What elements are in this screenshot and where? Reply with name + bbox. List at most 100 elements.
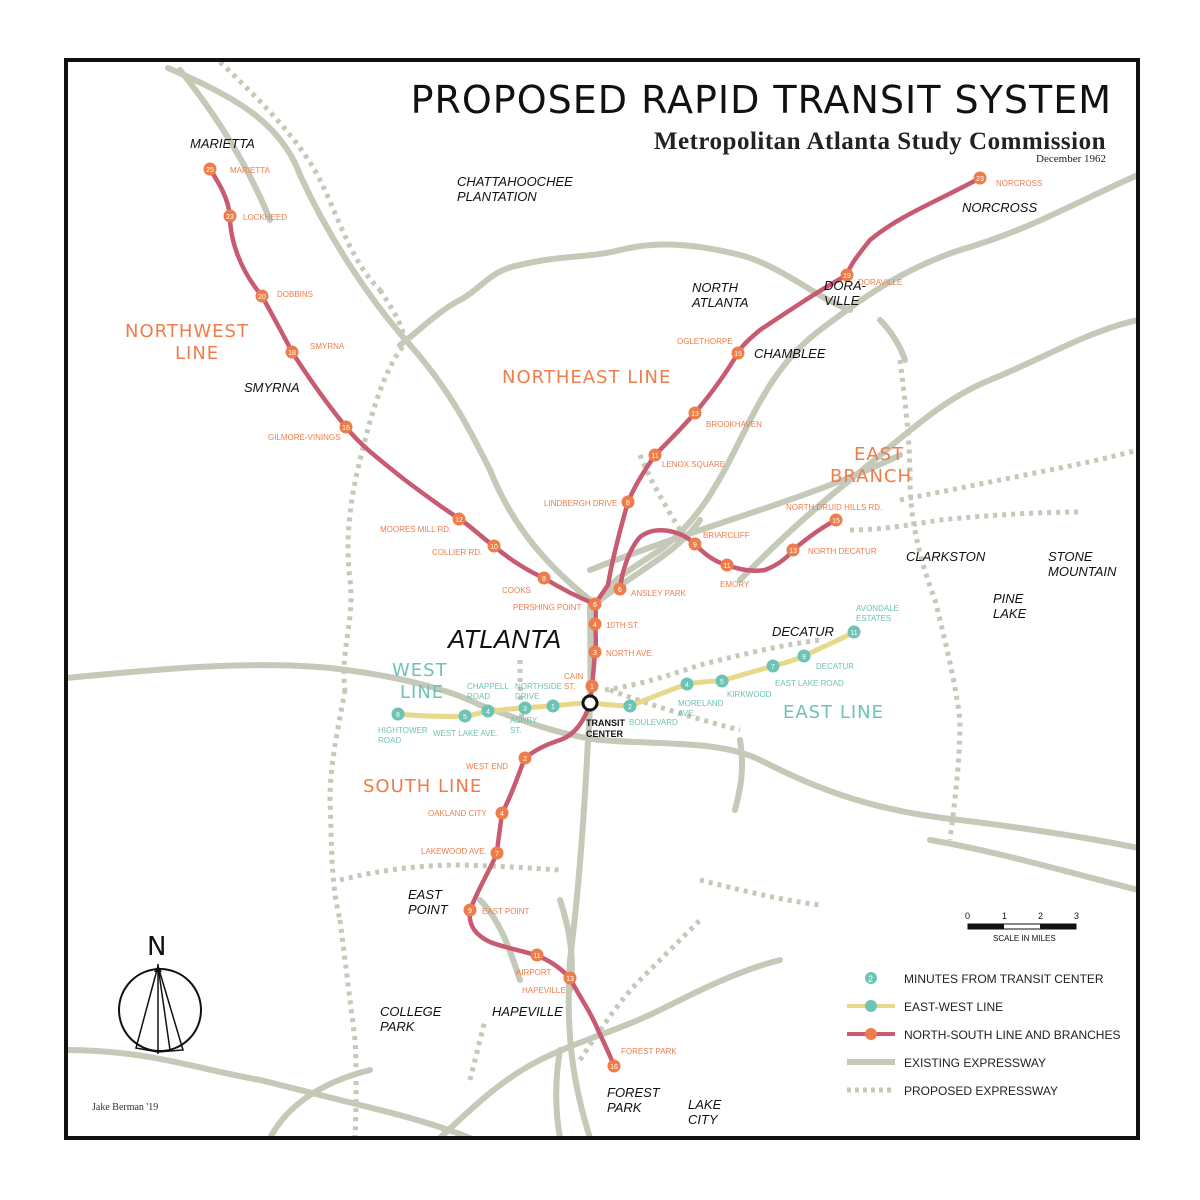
existing-expressway-6 — [477, 702, 1138, 851]
station-minutes: 20 — [258, 294, 266, 301]
station-label: NORTH DECATUR — [808, 547, 877, 556]
proposed-expressway-1 — [341, 288, 407, 691]
station-minutes: 25 — [206, 167, 214, 174]
station-dot — [680, 677, 694, 691]
station-minutes: 13 — [691, 411, 699, 418]
legend-minutes: MINUTES FROM TRANSIT CENTER — [904, 972, 1104, 986]
proposed-expressway-13 — [517, 659, 525, 721]
line-label-northeast: NORTHEAST LINE — [502, 367, 671, 388]
existing-expressway-15 — [66, 1047, 473, 1138]
station-label: LAKEWOOD AVE. — [421, 847, 487, 856]
line-label-south: SOUTH LINE — [363, 776, 482, 797]
station-label: LINDBERGH DRIVE — [544, 499, 617, 508]
station-minutes: 15 — [734, 351, 742, 358]
station-minutes: 1 — [590, 684, 594, 691]
station-minutes: 18 — [288, 350, 296, 357]
proposed-expressway-10 — [699, 877, 821, 908]
scale-bar: 0 1 2 3 SCALE IN MILES — [965, 911, 1079, 943]
station-dot — [847, 625, 861, 639]
station-label: MOORES MILL RD. — [380, 525, 451, 534]
existing-expressway-8 — [927, 837, 1138, 893]
existing-expressway-5 — [66, 662, 483, 708]
station-dot — [786, 543, 800, 557]
station-minutes: 1 — [551, 704, 555, 711]
station-minutes: 9 — [693, 542, 697, 549]
station-ns-2: 20 DOBBINS — [255, 289, 313, 303]
station-label: PERSHING POINT — [513, 603, 582, 612]
station-dot — [518, 701, 532, 715]
station-label: NORTH AVE. — [606, 649, 654, 658]
station-minutes: 2 — [628, 704, 632, 711]
station-label: BROOKHAVEN — [706, 420, 762, 429]
station-label: EAST LAKE ROAD — [775, 679, 844, 688]
station-label: ANSLEY PARK — [631, 589, 687, 598]
station-dot — [391, 707, 405, 721]
place-marietta: MARIETTA — [190, 136, 255, 151]
station-dot — [829, 513, 843, 527]
station-ns-18: 6 ANSLEY PARK — [613, 582, 687, 598]
existing-expressway-4 — [737, 317, 1138, 583]
station-label: HAPEVILLE — [522, 986, 566, 995]
station-label: AIRPORT — [516, 968, 552, 977]
legend-ns-icon — [865, 1028, 877, 1040]
place-hapeville: HAPEVILLE — [492, 1004, 563, 1019]
station-dot — [285, 345, 299, 359]
legend-minutes-icon — [865, 972, 877, 984]
station-minutes: 11 — [850, 630, 857, 637]
existing-expressway-10 — [877, 317, 908, 363]
station-minutes: 6 — [593, 602, 597, 609]
place-chamblee: CHAMBLEE — [754, 346, 826, 361]
proposed-expressway-8 — [899, 447, 1138, 503]
station-dot — [588, 645, 602, 659]
existing-expressway-9 — [587, 452, 903, 573]
station-minutes: 6 — [618, 587, 622, 594]
proposed-expressway-2 — [327, 689, 348, 921]
place-smyrna: SMYRNA — [244, 380, 300, 395]
station-minutes: 4 — [593, 622, 597, 629]
map-credit: Jake Berman '19 — [92, 1102, 159, 1113]
svg-text:N: N — [147, 932, 166, 962]
station-label: OGLETHORPE — [677, 337, 733, 346]
station-dot — [688, 537, 702, 551]
station-label: DOBBINS — [277, 290, 313, 299]
station-ns-8: 6 PERSHING POINT — [513, 597, 602, 612]
map-title: PROPOSED RAPID TRANSIT SYSTEM — [410, 78, 1112, 122]
station-minutes: 11 — [723, 563, 730, 570]
station-label: LOCKHEED — [243, 213, 287, 222]
proposed-expressway-12 — [577, 918, 702, 1062]
station-minutes: 4 — [486, 709, 490, 716]
station-minutes: 2 — [523, 756, 527, 763]
station-dot — [720, 558, 734, 572]
station-label: NORTH DRUID HILLS RD. — [786, 503, 882, 512]
station-minutes: 4 — [685, 682, 689, 689]
station-label: OAKLAND CITY — [428, 809, 487, 818]
station-minutes: 11 — [651, 453, 658, 460]
station-label: WEST LAKE AVE. — [433, 729, 498, 738]
station-dot — [530, 948, 544, 962]
station-label: FOREST PARK — [621, 1047, 677, 1056]
station-minutes: 8 — [542, 576, 546, 583]
existing-expressway-1 — [177, 67, 273, 223]
station-dot — [731, 346, 745, 360]
